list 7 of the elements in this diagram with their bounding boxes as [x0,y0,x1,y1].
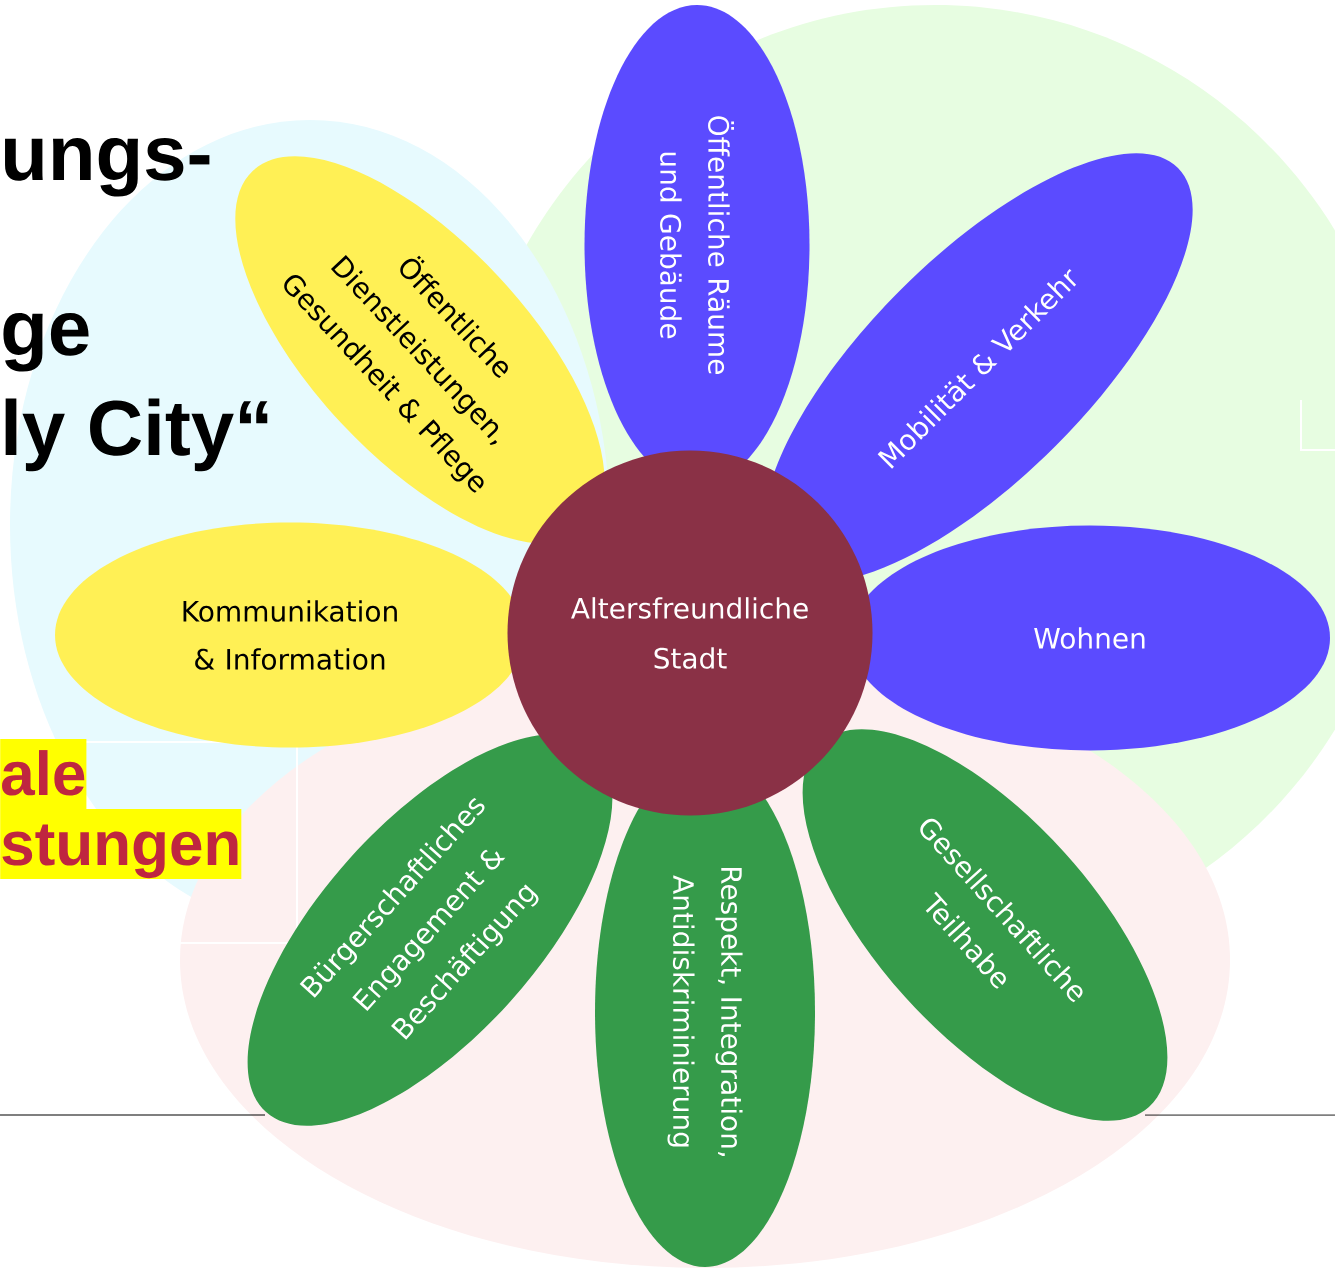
petal: Respekt, Integration, Antidiskriminierung [595,757,815,1267]
petal: Wohnen [850,525,1330,751]
heading-text: ge [3,313,89,372]
highlighted-text: ale [0,739,87,809]
petal: Kommunikation & Information [55,522,525,748]
heading-text: ungs- [5,138,210,197]
petal: Öffentliche Räume und Gebäude [584,5,810,485]
